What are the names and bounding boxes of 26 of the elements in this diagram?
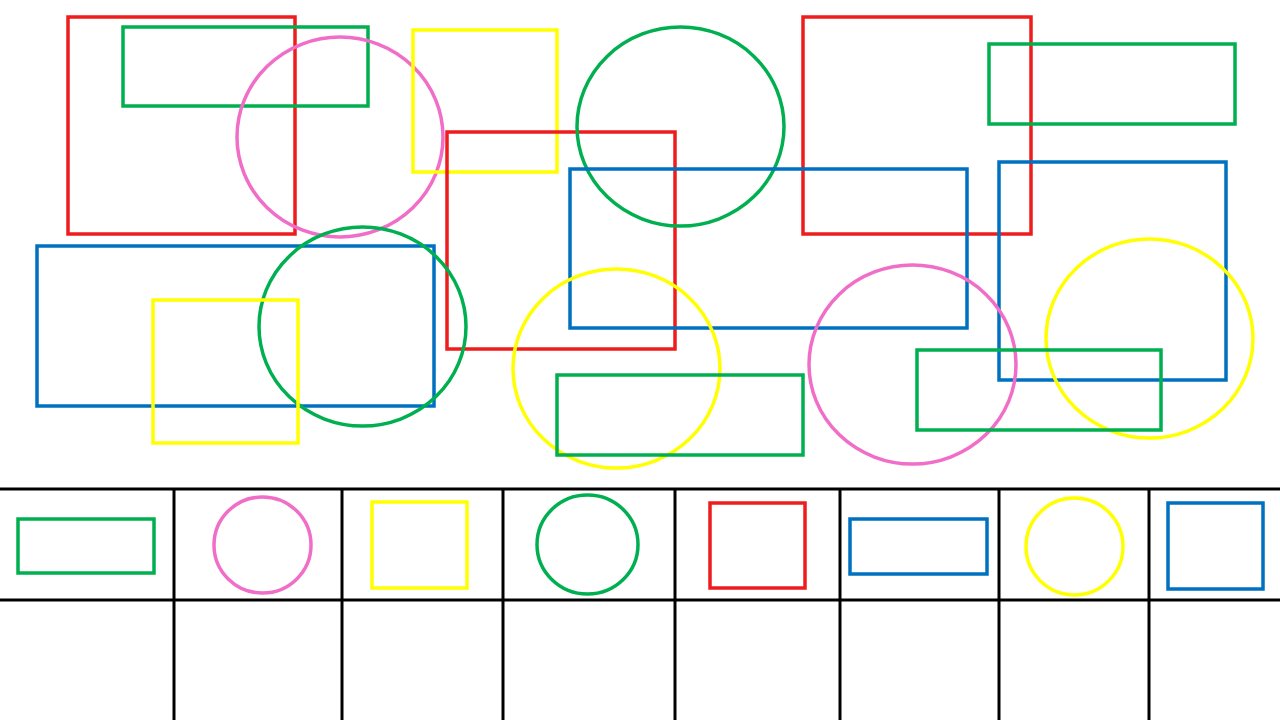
rectangle-outline — [568, 167, 969, 330]
rectangle-outline — [915, 348, 1163, 432]
circle-outline — [1024, 496, 1125, 597]
rectangle-outline — [997, 160, 1228, 382]
circle-outline — [1044, 237, 1255, 440]
rectangle-outline — [16, 517, 156, 575]
circle-outline — [535, 493, 640, 596]
rectangle-outline — [121, 25, 370, 108]
circle-outline — [575, 25, 786, 228]
circle-outline — [511, 267, 722, 470]
rectangle-outline — [987, 42, 1237, 126]
circle-outline — [807, 263, 1018, 466]
circle-outline — [212, 495, 313, 595]
rectangle-outline — [151, 298, 300, 445]
rectangle-outline — [35, 244, 436, 408]
rectangle-outline — [66, 15, 297, 236]
rectangle-outline — [411, 28, 559, 174]
rectangle-outline — [555, 373, 805, 457]
rectangle-outline — [1166, 501, 1265, 591]
rectangle-outline — [370, 500, 469, 590]
rectangle-outline — [801, 15, 1033, 236]
rectangle-outline — [848, 517, 989, 576]
circle-outline — [235, 35, 445, 239]
rectangle-outline — [445, 130, 677, 351]
circle-outline — [257, 225, 468, 428]
rectangle-outline — [708, 501, 807, 590]
